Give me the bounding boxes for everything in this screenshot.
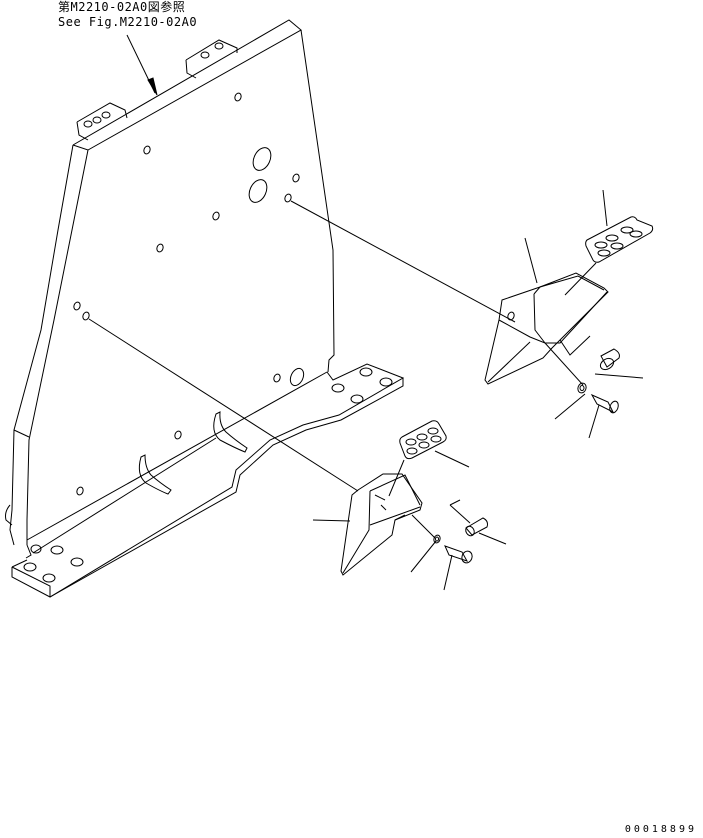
upper-bracket-assembly [485,190,653,438]
main-frame-plate [6,20,404,597]
document-id: 00018899 [624,824,697,835]
reference-note-japanese: 第M2210-02A0図参照 [58,0,186,14]
lower-bracket-assembly [313,421,506,590]
assembly-leader-lines [89,201,583,538]
reference-note-english: See Fig.M2210-02A0 [58,15,198,29]
reference-leader-arrow [127,35,157,95]
